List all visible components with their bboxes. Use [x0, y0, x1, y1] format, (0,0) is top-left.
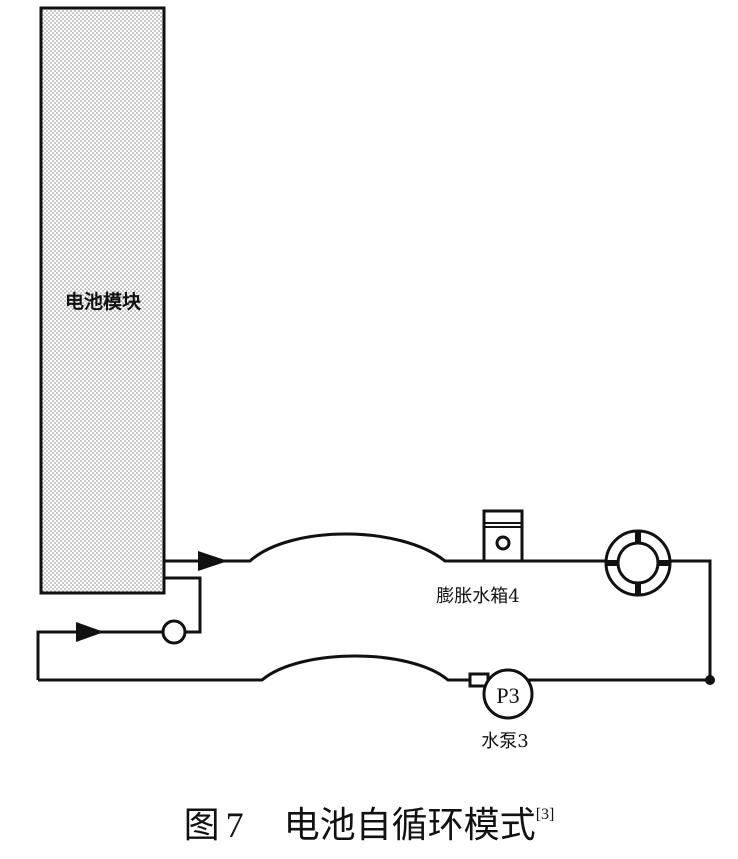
caption-ref: [3] [535, 806, 555, 823]
pump-symbol: P3 [496, 683, 519, 708]
lower-pipe [38, 654, 478, 682]
caption-prefix: 图 [183, 805, 220, 846]
pump-label: 水泵3 [481, 731, 528, 752]
expansion-tank [482, 509, 524, 563]
junction-dot [705, 675, 715, 685]
flow-arrow-icon [76, 622, 104, 642]
battery-self-circulation-diagram: 电池模块 膨胀水箱4 P3 水泵3 [36, 6, 715, 752]
caption-title: 电池自循环模式 [283, 805, 536, 846]
pump-icon: P3 [468, 668, 534, 720]
valve-icon [161, 619, 187, 645]
bypass-pipe [164, 576, 202, 634]
flow-arrow-icon [198, 551, 228, 571]
radiator-fan-icon [604, 529, 672, 597]
expansion-tank-label: 膨胀水箱4 [436, 586, 519, 607]
battery-module: 电池模块 [39, 6, 166, 595]
battery-module-label: 电池模块 [65, 290, 142, 313]
return-upper-pipe [36, 630, 162, 680]
upper-pipe [164, 532, 712, 680]
caption-number: 7 [225, 805, 244, 845]
